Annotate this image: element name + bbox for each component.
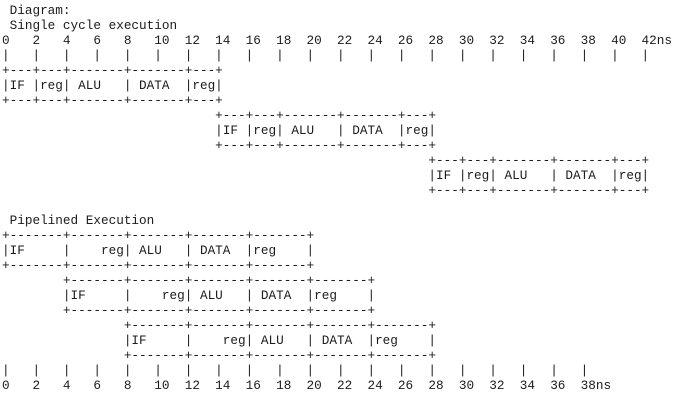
box-top-border: +---+---+-------+-------+---+ — [2, 108, 436, 123]
pipelined-heading: Pipelined Execution — [9, 213, 155, 228]
box-bottom-border: +---+---+-------+-------+---+ — [2, 93, 223, 108]
diagram-title: Diagram: — [9, 3, 71, 18]
box-bottom-border: +-------+-------+-------+-------+-------… — [2, 258, 315, 273]
box-top-border: +---+---+-------+-------+---+ — [2, 153, 650, 168]
time-axis-ticks-top: | | | | | | | | | | | | | | | | | | | | … — [2, 48, 650, 63]
box-stage-cells: |IF |reg| ALU | DATA |reg| — [2, 168, 650, 183]
box-stage-cells: |IF | reg| ALU | DATA |reg | — [2, 243, 315, 258]
box-bottom-border: +---+---+-------+-------+---+ — [2, 138, 436, 153]
box-bottom-border: +-------+-------+-------+-------+-------… — [2, 348, 436, 363]
box-bottom-border: +-------+-------+-------+-------+-------… — [2, 303, 376, 318]
box-top-border: +-------+-------+-------+-------+-------… — [2, 273, 376, 288]
box-top-border: +-------+-------+-------+-------+-------… — [2, 318, 436, 333]
box-top-border: +-------+-------+-------+-------+-------… — [2, 228, 315, 243]
pipelined-instruction-3: +-------+-------+-------+-------+-------… — [2, 318, 684, 363]
box-stage-cells: |IF | reg| ALU | DATA |reg | — [2, 333, 436, 348]
single-cycle-instruction-1: +---+---+-------+-------+---+ |IF |reg| … — [2, 63, 684, 108]
box-stage-cells: |IF |reg| ALU | DATA |reg| — [2, 78, 223, 93]
pipelined-instruction-2: +-------+-------+-------+-------+-------… — [2, 273, 684, 318]
box-stage-cells: |IF | reg| ALU | DATA |reg | — [2, 288, 376, 303]
pipelined-instruction-1: +-------+-------+-------+-------+-------… — [2, 228, 684, 273]
section-spacer — [2, 198, 684, 213]
single-cycle-instruction-3: +---+---+-------+-------+---+ |IF |reg| … — [2, 153, 684, 198]
single-cycle-instruction-2: +---+---+-------+-------+---+ |IF |reg| … — [2, 108, 684, 153]
time-axis-numbers-bottom: 0 2 4 6 8 10 12 14 16 18 20 22 24 26 28 … — [2, 378, 612, 393]
time-axis-numbers-top: 0 2 4 6 8 10 12 14 16 18 20 22 24 26 28 … — [2, 33, 673, 48]
box-bottom-border: +---+---+-------+-------+---+ — [2, 183, 650, 198]
single-cycle-section: Single cycle execution 0 2 4 6 8 10 12 1… — [2, 18, 684, 198]
box-top-border: +---+---+-------+-------+---+ — [2, 63, 223, 78]
time-axis-ticks-bottom: | | | | | | | | | | | | | | | | | | | | — [2, 363, 589, 378]
box-stage-cells: |IF |reg| ALU | DATA |reg| — [2, 123, 436, 138]
pipelined-section: Pipelined Execution +-------+-------+---… — [2, 213, 684, 393]
single-cycle-heading: Single cycle execution — [9, 18, 178, 33]
